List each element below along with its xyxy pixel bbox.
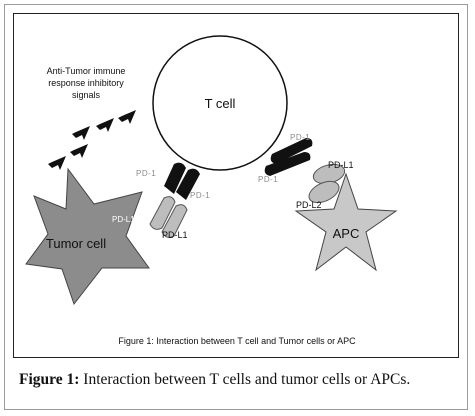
figure-frame: Anti-Tumor immune response inhibitory si… [4,4,468,410]
pd1-receptor-1 [164,162,186,194]
signal-arrows [48,110,136,170]
signal-arrow-5 [48,156,66,170]
signals-label-line2: response inhibitory [48,78,124,88]
signal-arrow-3 [72,126,90,140]
pdl1-label-apc: PD-L1 [328,160,354,170]
apc-label: APC [333,226,360,241]
pd1-receptor-2 [176,168,200,200]
pd1-receptor-4 [264,152,311,176]
figure-caption: Figure 1: Interaction between T cells an… [19,371,469,389]
interaction-diagram: Anti-Tumor immune response inhibitory si… [25,35,398,306]
figure-caption-text: Interaction between T cells and tumor ce… [79,371,411,388]
pd1-label-apc-upper: PD-1 [290,133,310,142]
signal-arrow-4 [70,144,88,158]
figure-caption-prefix: Figure 1: [19,371,80,388]
pdl1-label-tumor: PD-L1 [162,230,188,240]
pdl-label-tumor: PD-L1 [112,215,135,224]
inner-figure-caption: Figure 1: Interaction between T cell and… [118,336,356,346]
t-cell-label: T cell [205,96,236,111]
pd1-label-apc-lower: PD-1 [258,175,278,184]
pd1-receptor-apc-side [264,138,313,176]
t-cell [152,35,288,171]
pdl2-ligand-apc [308,180,340,204]
pd1-label-tumor-upper: PD-1 [136,169,156,178]
signal-arrow-1 [118,110,136,124]
pdl-ligand-2 [161,204,188,238]
tumor-ligands [149,196,188,238]
diagram-panel: Anti-Tumor immune response inhibitory si… [13,13,459,358]
pd1-receptor-tumor-side [164,162,200,200]
apc-ligands [308,163,346,204]
signal-arrow-2 [96,118,114,132]
signals-label-line3: signals [72,90,101,100]
pd1-receptor-3 [270,138,313,164]
tumor-cell [25,167,150,306]
tumor-cell-label: Tumor cell [46,236,106,251]
pdl-ligand-1 [149,196,176,230]
pd1-label-tumor-lower: PD-1 [190,191,210,200]
signals-label-line1: Anti-Tumor immune [47,66,126,76]
pdl2-label-apc: PD-L2 [296,200,322,210]
apc-cell [294,172,398,272]
